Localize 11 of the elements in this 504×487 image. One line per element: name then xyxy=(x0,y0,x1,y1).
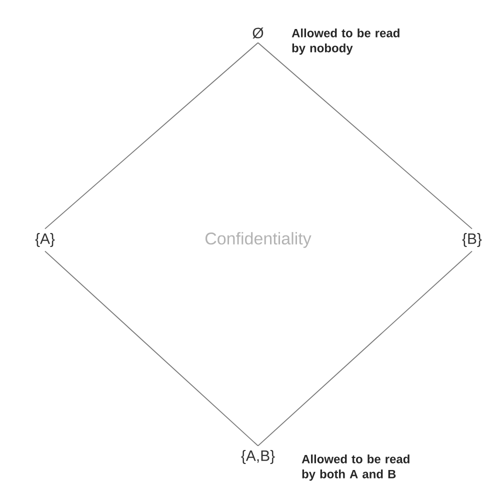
set-label: {B} xyxy=(462,233,482,247)
connector-line xyxy=(44,250,258,446)
set-label: Ø xyxy=(252,27,264,39)
watermark-label: Confidentiality xyxy=(205,232,312,248)
connector-line xyxy=(258,250,472,446)
set-label: {A,B} xyxy=(241,450,275,464)
annotation-text: Allowed to be read by nobody xyxy=(292,28,400,55)
annotation-text: Allowed to be read by both A and B xyxy=(302,454,410,481)
set-label: {A} xyxy=(35,233,55,247)
connector-line xyxy=(258,42,472,230)
connector-line xyxy=(44,42,258,230)
